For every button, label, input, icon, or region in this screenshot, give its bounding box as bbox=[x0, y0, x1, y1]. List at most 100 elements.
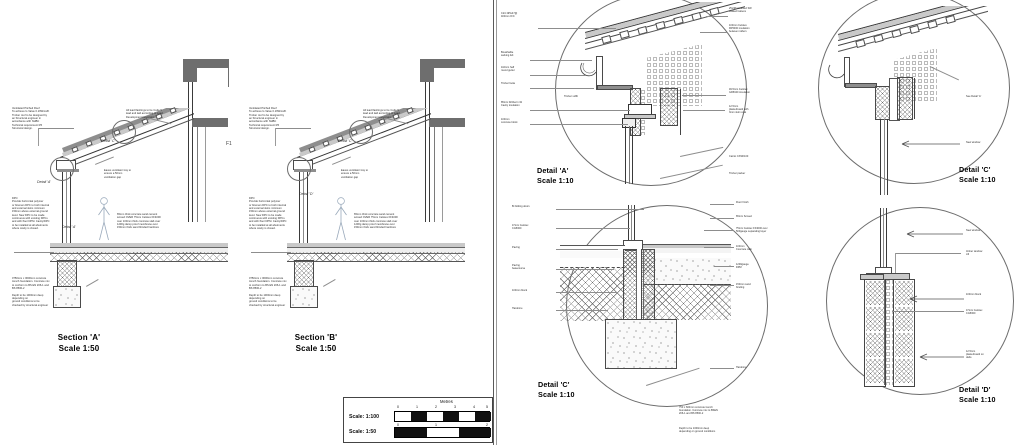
existing-wall-line-2 bbox=[192, 82, 193, 222]
detail-c-window-jamb-3 bbox=[887, 119, 888, 195]
section-b-detail-tag-c: Detail 'C' bbox=[338, 139, 353, 143]
leader-paving bbox=[556, 249, 618, 250]
section-a-floor-buildup-note: 65mm thick concrete sand cement screed O… bbox=[117, 213, 161, 230]
section-b-lead-flashing-note: All lead flashings to be Code 5 lead and… bbox=[363, 109, 400, 119]
b-existing-wall-line-1 bbox=[425, 82, 426, 222]
bifold-door-threshold bbox=[623, 240, 643, 251]
tick-150-2: 2 bbox=[486, 423, 488, 427]
detail-c-callout-circle bbox=[112, 120, 136, 144]
detail-a-label-gutter: 110mm half round gutter bbox=[501, 66, 515, 73]
leader-ff4000 bbox=[704, 230, 734, 231]
detail-c-inner-leaf bbox=[641, 249, 655, 321]
detail-a-label-soffit: Timber soffit bbox=[564, 95, 578, 98]
detail-c-fascia bbox=[844, 57, 850, 87]
detail-c-trench-foundation bbox=[605, 319, 677, 369]
leader-dritherm bbox=[530, 110, 630, 111]
b-ext-wall-cavity bbox=[303, 172, 304, 244]
leader-sand-binding bbox=[710, 285, 734, 286]
b-existing-floor-slab bbox=[429, 118, 465, 127]
existing-eaves-fascia bbox=[183, 68, 197, 82]
detail-a-label-battens: 25x38 tanalised SW treated battens bbox=[729, 7, 752, 14]
b-human-scale-figure bbox=[335, 197, 347, 241]
detail-c-bottom-label-slab: 100mm Concrete slab bbox=[736, 245, 752, 252]
ground-line-left bbox=[14, 252, 54, 253]
leader-fr5000 bbox=[700, 32, 728, 33]
section-b-title: Section 'B' bbox=[294, 333, 338, 342]
ext-wall-inner bbox=[70, 172, 71, 244]
detail-c-window-jamb-1 bbox=[880, 119, 881, 195]
b-leader-roof-note bbox=[275, 128, 311, 129]
existing-wall-line-3 bbox=[228, 59, 229, 87]
grid-reference: F1 bbox=[226, 141, 232, 147]
scale-bar-150 bbox=[394, 427, 491, 438]
detail-c-window-jamb-2 bbox=[884, 119, 885, 195]
leader-celotex-cg5000 bbox=[556, 228, 630, 229]
detail-c-bottom-scale: Scale 1:10 bbox=[538, 390, 575, 399]
detail-d-window-line-1 bbox=[880, 208, 881, 268]
leader-roof-note-v bbox=[38, 128, 39, 146]
leader-roof-note bbox=[38, 128, 74, 129]
detail-c-top-label-new-window: New window bbox=[966, 141, 981, 144]
detail-a-scale: Scale 1:10 bbox=[537, 176, 574, 185]
detail-d-cill-outer bbox=[860, 274, 884, 280]
detail-d-label-plasterboard: 12.5mm plasterboard on dabs bbox=[966, 350, 984, 360]
detail-c-hardcore bbox=[643, 284, 731, 320]
detail-d-label-new-window: New window bbox=[966, 229, 981, 232]
ext-wall-cavity bbox=[66, 172, 67, 244]
detail-c-callout-circle-b bbox=[287, 157, 311, 181]
sheet-divider-secondary bbox=[496, 0, 497, 445]
detail-c-floor-finish bbox=[643, 244, 731, 249]
section-b-ventilated-pitched-roof-note: Ventilated Pitched Roof To achieve U-Val… bbox=[249, 107, 287, 130]
section-a-title: Section 'A' bbox=[57, 333, 101, 342]
detail-d-leader-block-arrow bbox=[909, 295, 964, 303]
leader-slab bbox=[704, 247, 734, 248]
half-round-gutter-icon bbox=[580, 62, 597, 77]
b-existing-eaves-soffit bbox=[420, 59, 465, 68]
detail-c-gutter-icon bbox=[828, 64, 845, 79]
b-existing-wall-line-2 bbox=[429, 82, 430, 222]
detail-c-inner-block bbox=[897, 77, 913, 120]
tick-1100-3: 3 bbox=[454, 405, 456, 409]
existing-wall-line-1 bbox=[188, 82, 189, 222]
section-a-foundation-note: 0750mm x 0600mm concrete trench foundati… bbox=[12, 277, 50, 307]
detail-c-sand-binding bbox=[643, 268, 731, 285]
tick-1100-1: 1 bbox=[416, 405, 418, 409]
b-floor-screed-layer bbox=[287, 243, 465, 247]
detail-c-plasterboard bbox=[914, 78, 915, 119]
detail-d-circle bbox=[826, 207, 1014, 395]
detail-a-window-jamb-1 bbox=[625, 126, 626, 184]
detail-a-label-sarking-felt: Breathable sarking felt bbox=[501, 51, 514, 58]
section-a-detail-tag-c: Detail 'C' bbox=[101, 139, 116, 143]
detail-c-hardcore-left bbox=[560, 267, 625, 321]
detail-c-top-title: Detail 'C' bbox=[959, 165, 991, 174]
leader-plasterboard bbox=[683, 110, 725, 111]
leader-floor-finish bbox=[710, 204, 734, 205]
leader-screed bbox=[710, 218, 734, 219]
detail-a-title: Detail 'A' bbox=[537, 166, 569, 175]
b-leader-foundation bbox=[323, 279, 336, 287]
sheet-divider bbox=[493, 0, 494, 445]
bifold-door-line-3 bbox=[634, 205, 635, 241]
detail-d-leader-cill-v bbox=[895, 253, 896, 273]
section-a-dpc-note: DPC: Provide horizontal polymer or bitum… bbox=[12, 197, 50, 230]
detail-c-bottom-label-sand-binding: 150mm sand binding bbox=[736, 283, 751, 290]
detail-a-label-packer: Timber packer bbox=[729, 172, 746, 175]
detail-a-label-catnic: Catnic CX90/100 bbox=[729, 155, 749, 158]
detail-c-outer-block bbox=[875, 86, 890, 120]
human-scale-figure bbox=[98, 197, 110, 241]
detail-d-window-line-2 bbox=[883, 208, 884, 268]
scale-row-label-1100: Scale: 1:100 bbox=[349, 414, 379, 420]
detail-c-bottom-title: Detail 'C' bbox=[538, 380, 570, 389]
leader-hardcore-right bbox=[710, 368, 734, 369]
leader-gutter bbox=[530, 75, 586, 76]
hardcore-layer bbox=[50, 252, 228, 262]
tick-150-0: 0 bbox=[397, 423, 399, 427]
detail-c-top-label-see-detail-a: See Detail 'A' bbox=[966, 95, 982, 98]
floor-screed-layer bbox=[50, 243, 228, 247]
section-b-eaves-ventilator-note: Eaves ventilator tray to ensure a 50mm v… bbox=[341, 169, 369, 179]
section-b-scale: Scale 1:50 bbox=[295, 344, 337, 353]
detail-c-top-scale: Scale 1:10 bbox=[959, 175, 996, 184]
scale-units-label: Metres bbox=[440, 399, 453, 404]
section-a-detail-tag-a-lower: Detail 'A' bbox=[62, 225, 76, 229]
scale-row-label-150: Scale: 1:50 bbox=[349, 429, 377, 435]
